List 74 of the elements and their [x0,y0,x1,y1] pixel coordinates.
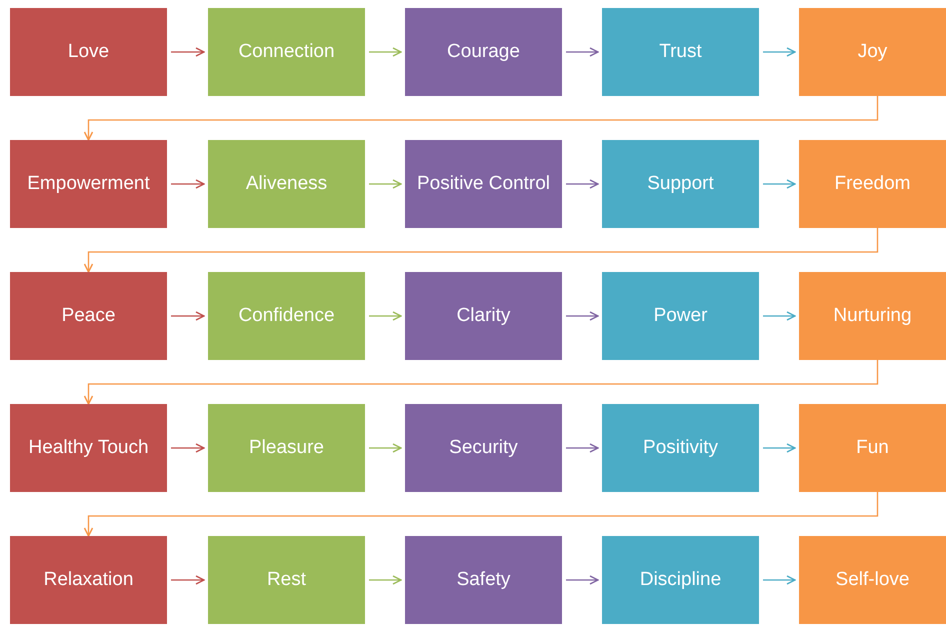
process-box [405,272,562,360]
arrow [369,47,402,57]
process-box [10,272,167,360]
process-box [405,404,562,492]
arrow [84,228,878,273]
process-box [208,404,365,492]
box-label: Clarity [456,304,510,328]
process-box [10,536,167,624]
arrow [171,47,205,57]
box-label: Self-love [836,568,910,592]
box-label: Peace [62,304,116,328]
arrow [566,311,599,321]
arrow [171,179,205,189]
arrow [171,575,205,585]
box-label: Trust [659,40,702,64]
arrow [369,179,402,189]
box-label: Confidence [238,304,335,328]
process-box [799,536,946,624]
box-label: Relaxation [44,568,134,592]
arrow [171,443,205,453]
arrow [763,443,796,453]
process-box [10,8,167,96]
process-box [799,272,946,360]
box-label: Fun [856,436,889,460]
box-label: Power [654,304,708,328]
box-label: Love [68,40,110,64]
process-box [799,140,946,228]
arrow [566,179,599,189]
box-label: Courage [447,40,520,64]
arrow [566,443,599,453]
arrow [763,179,796,189]
process-box [405,140,562,228]
process-box [208,140,365,228]
arrow [763,311,796,321]
arrow [369,443,402,453]
box-label: Connection [238,40,335,64]
process-box [405,536,562,624]
box-label: Rest [266,568,306,592]
process-box [208,272,365,360]
process-box [208,536,365,624]
process-box [602,140,759,228]
process-box [208,8,365,96]
box-label: Nurturing [833,304,912,328]
arrow [763,575,796,585]
arrow [84,96,878,141]
process-box [799,404,946,492]
process-box [602,536,759,624]
arrow [566,47,599,57]
arrow [171,311,205,321]
process-box [405,8,562,96]
arrow [84,360,878,405]
arrow [84,492,878,537]
arrow [763,47,796,57]
process-box [10,404,167,492]
process-box [799,8,946,96]
box-label: Pleasure [249,436,324,460]
box-label: Discipline [640,568,722,592]
box-label: Positivity [643,436,718,460]
box-label: Empowerment [27,172,150,196]
box-label: Joy [858,40,888,64]
process-box [602,272,759,360]
box-label: Freedom [834,172,911,196]
process-box [10,140,167,228]
process-box [602,404,759,492]
box-label: Positive Control [416,172,550,196]
box-label: Aliveness [246,172,328,196]
arrow [369,311,402,321]
box-label: Safety [456,568,510,592]
arrow [369,575,402,585]
process-box [602,8,759,96]
box-label: Healthy Touch [28,436,149,460]
arrow [566,575,599,585]
box-label: Support [647,172,714,196]
box-label: Security [449,436,518,460]
